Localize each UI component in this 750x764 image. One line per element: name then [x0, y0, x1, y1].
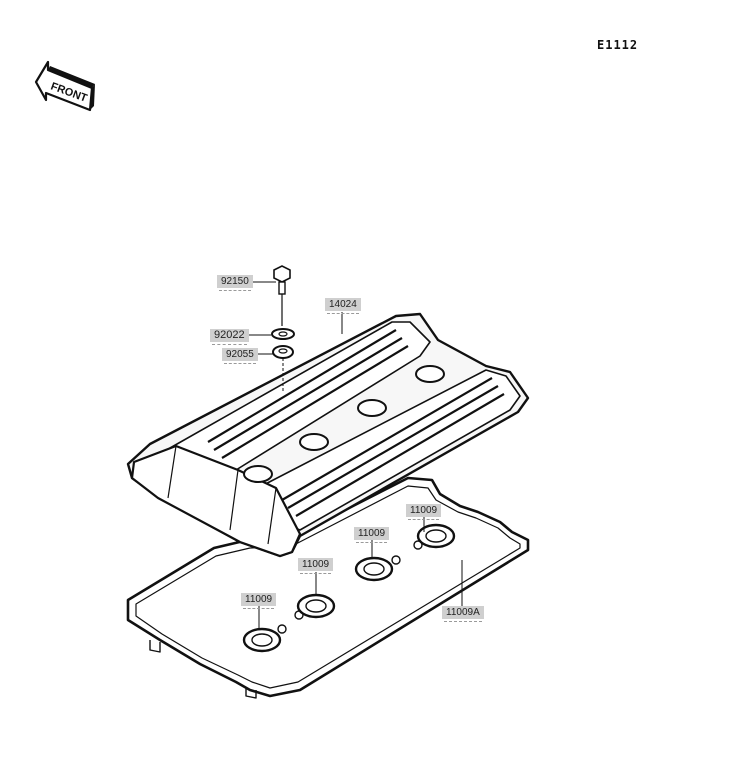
plug-gasket-ring-1: [242, 624, 287, 653]
part-label-plug-gasket-1: 11009: [241, 593, 277, 609]
cover-plug-holes: [243, 365, 445, 483]
cylinder-head-cover-shape: [126, 312, 530, 558]
plug-gasket-ring-3: [354, 555, 401, 582]
part-label-cover: 14024: [325, 298, 361, 314]
part-label-plug-gasket-3: 11009: [354, 527, 390, 543]
part-label-washer: 92022: [210, 329, 249, 345]
front-arrow-icon: FRONT: [34, 60, 95, 112]
part-label-plug-gasket-2: 11009: [298, 558, 334, 574]
part-label-cover-gasket: 11009A: [442, 606, 484, 622]
grommet-shape: [272, 345, 294, 392]
leader-lines: [248, 281, 463, 630]
washer-shape: [271, 328, 295, 340]
plug-gasket-ring-2: [294, 593, 336, 620]
plug-gasket-ring-4: [413, 523, 456, 550]
part-label-plug-gasket-4: 11009: [406, 504, 442, 520]
part-label-bolt: 92150: [217, 275, 253, 291]
bolt-shape: [273, 265, 291, 326]
diagram-code: E1112: [597, 38, 639, 52]
part-label-grommet: 92055: [222, 348, 258, 364]
cover-ribs: [207, 329, 505, 517]
